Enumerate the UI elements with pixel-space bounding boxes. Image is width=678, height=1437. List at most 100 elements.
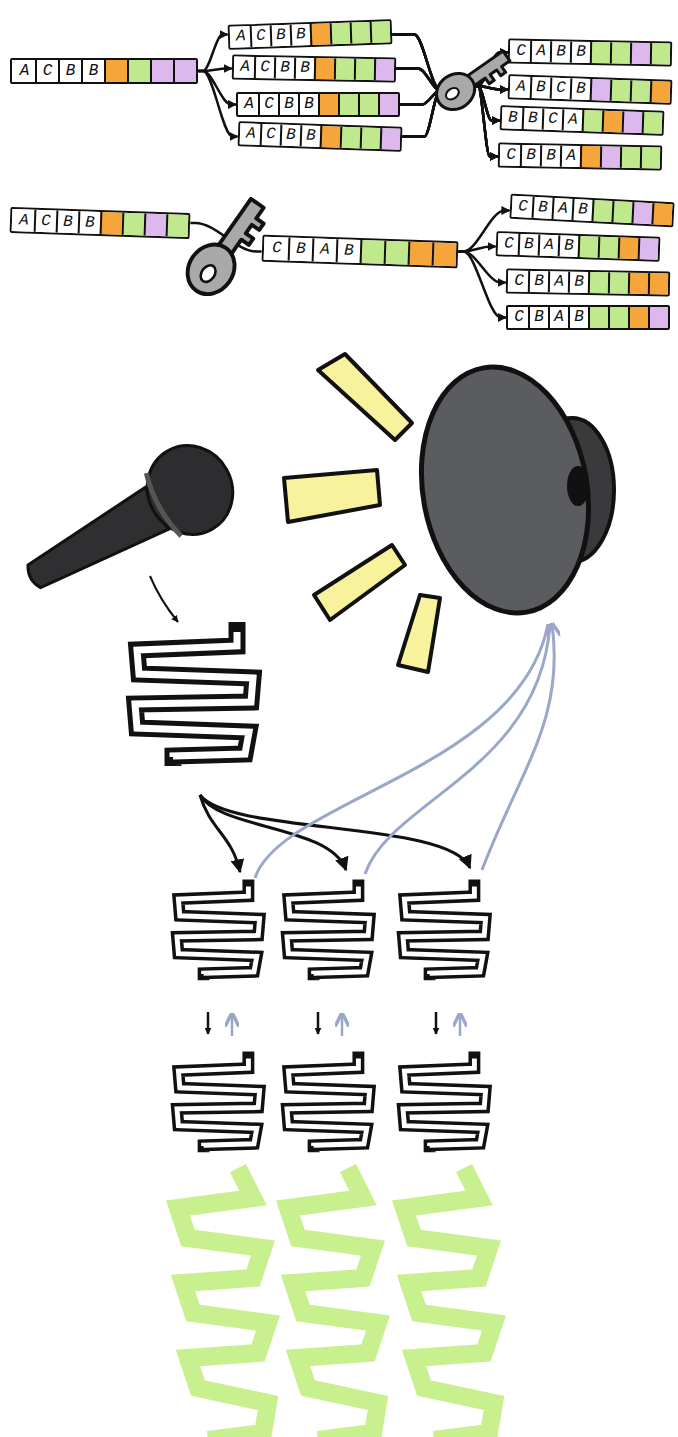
sequence-cell	[630, 43, 650, 64]
sound-ray	[318, 354, 412, 440]
sequence-strip: ACBB	[236, 92, 400, 117]
flow-arrow	[458, 211, 509, 252]
sequence-letters: ACBB	[246, 123, 327, 147]
sequence-cell	[618, 237, 639, 259]
flow-arrow	[190, 223, 261, 252]
flow-arrow	[400, 86, 508, 105]
sequence-strip: ACBB	[232, 55, 396, 83]
speaker-magnet	[530, 418, 614, 562]
sequence-cell	[640, 147, 660, 168]
flow-arrow	[392, 35, 499, 121]
sequence-cell	[630, 80, 651, 102]
sequence-cell	[600, 146, 620, 167]
sound-ray	[398, 595, 440, 672]
speaker-cap	[567, 466, 589, 506]
sequence-cell	[638, 238, 659, 260]
sequence-strip: ACBB	[228, 19, 393, 50]
sequence-letters: ACBB	[19, 209, 108, 234]
sequence-letters: BBCA	[508, 107, 589, 131]
sequence-letters: ACBB	[20, 60, 112, 82]
sequence-cell	[408, 242, 433, 266]
split-arrow	[200, 795, 470, 868]
sequence-cell	[650, 81, 671, 103]
flow-arrow	[400, 53, 508, 105]
return-curve	[482, 624, 554, 870]
sequence-cell	[602, 111, 623, 133]
sequence-cell	[598, 237, 619, 259]
sequence-cell	[608, 272, 628, 293]
green-wave	[404, 1168, 494, 1437]
microphone-handle	[19, 487, 168, 599]
signal-wave	[287, 1051, 370, 1152]
sequence-cell	[650, 43, 670, 64]
flow-arrow	[198, 69, 232, 72]
sequence-letters: ACBB	[244, 94, 324, 115]
flow-arrow	[396, 69, 498, 157]
sequence-strip: ACBB	[238, 121, 403, 152]
signal-wave	[287, 879, 370, 980]
sequence-letters: ABCB	[516, 76, 597, 100]
microphone-grille	[142, 473, 181, 538]
sequence-cell	[622, 111, 643, 133]
sequence-strip: CABB	[508, 39, 672, 67]
sequence-cell	[354, 59, 374, 80]
return-curves	[255, 624, 554, 878]
microphone-head	[131, 430, 248, 549]
sequence-cell	[432, 243, 457, 267]
sequence-cell	[384, 241, 409, 265]
sequence-letters: ACBB	[240, 57, 320, 79]
sequence-cell	[127, 60, 150, 82]
sequence-cell	[642, 112, 663, 134]
sequence-cell	[651, 203, 672, 225]
sequence-cell	[166, 214, 189, 237]
small-arrows	[208, 1012, 460, 1036]
flow-arrow	[402, 86, 507, 137]
signal-arrow	[150, 576, 178, 622]
sequence-strip: CBAB	[262, 235, 459, 269]
loudspeaker	[403, 354, 614, 627]
sound-ray	[284, 470, 380, 522]
down-arrow	[207, 1012, 210, 1034]
flow-arrow	[458, 252, 506, 318]
sequence-strip: ABCB	[508, 74, 673, 105]
sequence-cell	[611, 201, 632, 223]
sequence-letters: CBAB	[514, 307, 594, 328]
signal-wave	[135, 622, 253, 766]
flow-arrow	[198, 35, 228, 72]
sequence-cell	[350, 22, 371, 44]
sequence-strip: ACBB	[10, 207, 191, 239]
flow-arrow	[198, 71, 238, 137]
sequence-cell	[620, 147, 640, 168]
flow-arrow	[458, 252, 505, 283]
sequence-strip: CBAB	[509, 194, 674, 228]
sequence-cell	[122, 213, 145, 236]
flow-arrow	[392, 35, 507, 91]
sequence-letters: CBBA	[506, 145, 586, 167]
sequence-cell	[144, 214, 167, 237]
return-curve	[365, 624, 550, 874]
sequence-strip: CBAB	[496, 231, 661, 262]
split-arrow	[200, 795, 240, 872]
flow-arrow	[396, 53, 508, 91]
sequence-cell	[610, 80, 631, 102]
signal-wave	[177, 1051, 260, 1152]
sequence-letters: CABB	[516, 41, 596, 63]
flow-arrow	[402, 86, 497, 157]
flow-arrow	[458, 247, 495, 252]
signal-wave	[177, 879, 260, 980]
flow-arrow	[392, 35, 497, 157]
flow-arrow	[198, 71, 236, 105]
sequence-cell	[648, 273, 668, 294]
microphone	[9, 430, 249, 617]
flow-arrow	[400, 86, 498, 157]
sequence-strip: CBAB	[506, 305, 670, 330]
sequence-letters: CBAB	[272, 237, 369, 263]
up-arrow	[459, 1014, 462, 1036]
down-arrow	[435, 1012, 438, 1034]
sound-ray	[314, 545, 405, 620]
sound-rays	[284, 354, 440, 672]
flow-arrow	[392, 35, 507, 91]
key-symbol	[178, 191, 275, 304]
signal-wave	[403, 1051, 486, 1152]
flow-arrow	[402, 53, 507, 137]
